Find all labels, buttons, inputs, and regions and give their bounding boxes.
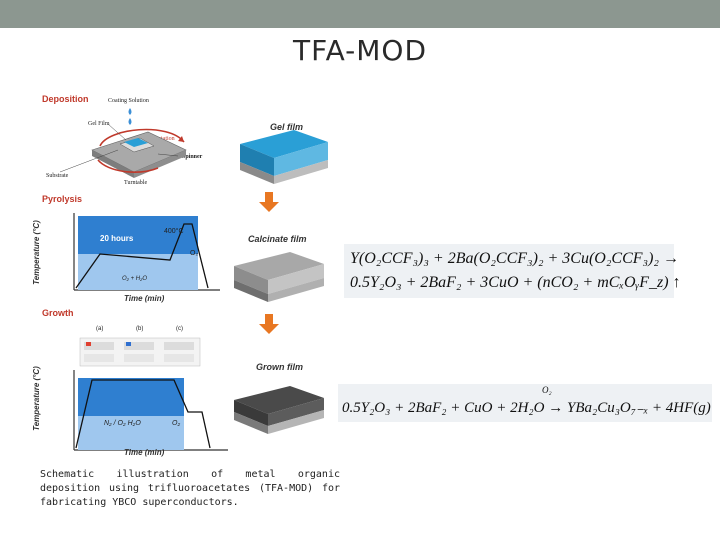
- gel-film-label-small: Gel Film: [88, 121, 110, 127]
- growth-panel-b: (b): [136, 326, 144, 332]
- pyrolysis-gas: O₂ + H₂O: [122, 276, 148, 282]
- deposition-label: Deposition: [42, 94, 89, 104]
- growth-panel-c: (c): [176, 326, 183, 332]
- calcinate-film-label: Calcinate film: [248, 234, 307, 244]
- gel-film-label: Gel film: [270, 122, 304, 132]
- equation-box-2: O₂ 0.5Y₂O₃ + 2BaF₂ + CuO + 2H₂O → YBa₂Cu…: [338, 384, 712, 422]
- equation-box-1: Y(O₂CCF₃)₃ + 2Ba(O₂CCF₃)₂ + 3Cu(O₂CCF₃)₂…: [344, 244, 681, 298]
- equation-2-over-arrow: O₂: [542, 385, 552, 395]
- spinner-label: Spinner: [182, 154, 203, 160]
- equation-1-line-1: Y(O₂CCF₃)₃ + 2Ba(O₂CCF₃)₂ + 3Cu(O₂CCF₃)₂…: [350, 250, 679, 267]
- slide-title: TFA-MOD: [292, 34, 428, 67]
- growth-gas: N₂ / O₂ H₂O: [104, 420, 141, 427]
- equation-2: 0.5Y₂O₃ + 2BaF₂ + CuO + 2H₂O → YBa₂Cu₃O₇…: [342, 400, 711, 416]
- substrate-label: Substrate: [46, 173, 69, 179]
- figure-caption: Schematic illustration of metal organic …: [40, 469, 340, 508]
- pyrolysis-xlabel: Time (min): [124, 294, 165, 303]
- top-banner: [0, 0, 720, 28]
- process-figure: Deposition Coating Solution Gel Film Rot…: [32, 88, 338, 458]
- growth-xlabel: Time (min): [124, 448, 165, 457]
- rotation-label: Rotation: [154, 136, 175, 142]
- spin-coater-illustration: [59, 108, 187, 178]
- pyrolysis-chart: [73, 213, 220, 291]
- pyrolysis-temp: 400°C: [164, 228, 184, 235]
- growth-chart: [73, 337, 228, 451]
- growth-label: Growth: [42, 308, 74, 318]
- equation-1-line-2: 0.5Y₂O₃ + 2BaF₂ + 3CuO + (nCO₂ + mCₓOᵧF_…: [350, 274, 681, 291]
- grown-film-label: Grown film: [256, 362, 303, 372]
- pyrolysis-label: Pyrolysis: [42, 194, 83, 204]
- film-stack-illustration: [234, 130, 328, 434]
- pyrolysis-o2: O₂: [190, 250, 199, 257]
- growth-o2: O₂: [172, 420, 181, 427]
- pyrolysis-hours: 20 hours: [100, 234, 134, 243]
- growth-panel-a: (a): [96, 326, 104, 332]
- coating-solution-label: Coating Solution: [108, 98, 149, 104]
- turntable-label: Turntable: [124, 180, 148, 186]
